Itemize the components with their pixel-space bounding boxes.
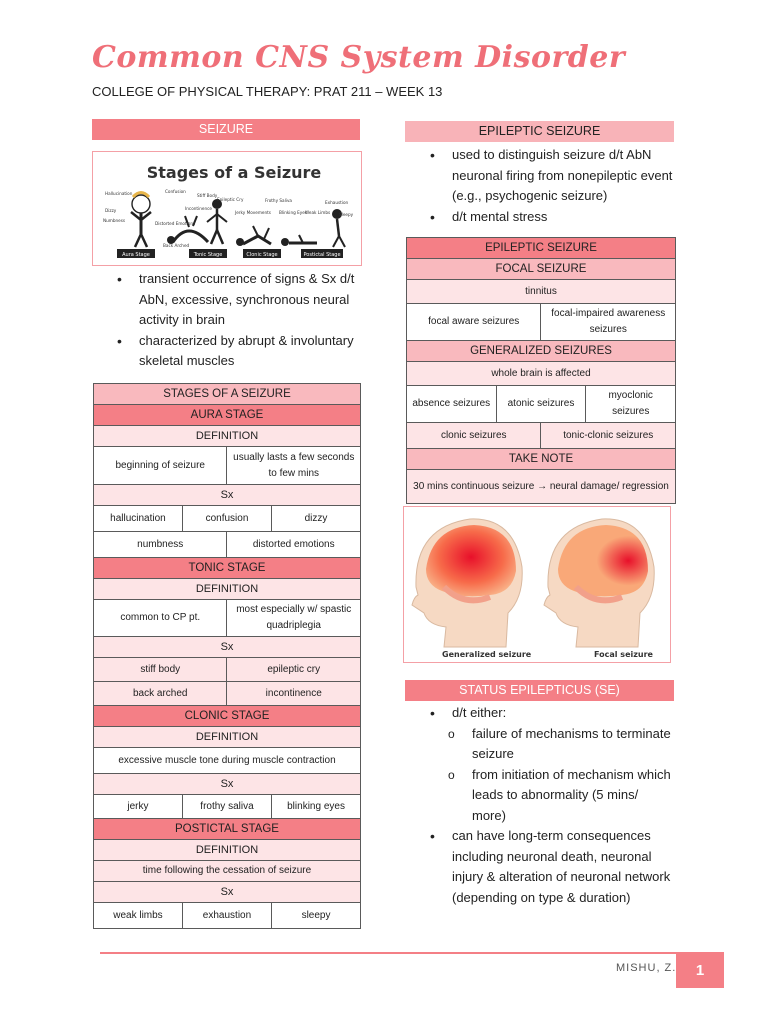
epileptic-bullets: used to distinguish seizure d/t AbN neur… — [428, 145, 674, 227]
image-label: Dizzy — [105, 208, 117, 213]
generalized-caption: Generalized seizure — [442, 650, 532, 659]
bullet-item: transient occurrence of signs & Sx d/t A… — [117, 269, 355, 331]
focal-seizure-header: FOCAL SEIZURE — [406, 258, 676, 280]
definition-label: DEFINITION — [93, 726, 361, 748]
table-cell: absence seizures — [406, 385, 497, 423]
seizure-bullets: transient occurrence of signs & Sx d/t A… — [115, 269, 355, 372]
stage-label: Clonic Stage — [246, 252, 277, 258]
aura-stage-header: AURA STAGE — [93, 404, 361, 426]
table-title: STAGES OF A SEIZURE — [93, 383, 361, 405]
table-cell: tinnitus — [406, 279, 676, 304]
table-cell: sleepy — [271, 902, 361, 929]
sub-bullet-item: from initiation of mechanism which leads… — [448, 765, 674, 827]
focal-caption: Focal seizure — [594, 650, 654, 659]
epileptic-table: EPILEPTIC SEIZURE FOCAL SEIZURE tinnitus… — [405, 237, 676, 504]
tonic-stage-header: TONIC STAGE — [93, 557, 361, 579]
bullet-item: can have long-term consequences includin… — [430, 826, 674, 908]
table-cell: common to CP pt. — [92, 599, 228, 637]
bullet-item: d/t either: — [430, 703, 674, 724]
image-label: Weak Limbs — [305, 210, 330, 215]
generalized-seizures-header: GENERALIZED SEIZURES — [406, 340, 676, 362]
clonic-stage-header: CLONIC STAGE — [93, 705, 361, 727]
table-cell: incontinence — [226, 681, 361, 706]
sx-label: Sx — [93, 773, 361, 795]
image-heading: Stages of a Seizure — [147, 163, 322, 182]
table-cell: tonic-clonic seizures — [540, 422, 676, 449]
page-title: Common CNS System Disorder — [92, 40, 626, 75]
image-label: Hallucination — [105, 191, 133, 196]
stages-table: STAGES OF A SEIZURE AURA STAGE DEFINITIO… — [92, 383, 361, 929]
table-cell: whole brain is affected — [406, 361, 676, 386]
table-cell: back arched — [92, 681, 228, 706]
image-label: Back Arched — [163, 243, 190, 248]
table-cell: confusion — [181, 505, 273, 532]
image-label: Exhaustion — [325, 200, 349, 205]
image-label: Epileptic Cry — [217, 197, 244, 202]
table-cell: dizzy — [271, 505, 361, 532]
table-cell: 30 mins continuous seizure → neural dama… — [406, 469, 676, 504]
table-cell: blinking eyes — [271, 794, 361, 819]
table-cell: epileptic cry — [226, 657, 361, 682]
stage-label: Postictal Stage — [303, 252, 340, 258]
image-label: Incontinence — [185, 206, 212, 211]
sub-bullet-item: failure of mechanisms to terminate seizu… — [448, 724, 674, 765]
seizure-header: SEIZURE — [92, 119, 360, 140]
table-cell: beginning of seizure — [92, 446, 228, 485]
status-epilepticus-bullets: d/t either: failure of mechanisms to ter… — [428, 703, 674, 908]
image-label: Blinking Eyes — [279, 210, 307, 215]
sx-label: Sx — [93, 636, 361, 658]
take-note-header: TAKE NOTE — [406, 448, 676, 470]
bullet-item: d/t mental stress — [430, 207, 674, 228]
image-label: Numbness — [103, 218, 125, 223]
stages-illustration: Stages of a Seizure — [103, 163, 354, 258]
image-label: Sleepy — [339, 212, 354, 217]
definition-label: DEFINITION — [93, 839, 361, 861]
brain-seizure-figure: Generalized seizure Focal seizure — [403, 506, 671, 663]
page-number: 1 — [676, 952, 724, 988]
table-cell: myoclonic seizures — [585, 385, 676, 423]
image-label: Confusion — [165, 189, 186, 194]
stage-label: Aura Stage — [122, 252, 150, 258]
epileptic-seizure-header: EPILEPTIC SEIZURE — [405, 121, 674, 142]
course-subtitle: COLLEGE OF PHYSICAL THERAPY: PRAT 211 – … — [92, 84, 443, 99]
image-label: Frothy Saliva — [265, 198, 292, 203]
table-cell: atonic seizures — [495, 385, 587, 423]
table-title: EPILEPTIC SEIZURE — [406, 237, 676, 259]
brain-illustration: Generalized seizure Focal seizure — [411, 518, 655, 659]
table-cell: focal aware seizures — [405, 303, 542, 341]
bullet-item: characterized by abrupt & involuntary sk… — [117, 331, 355, 372]
table-cell: weak limbs — [93, 902, 183, 929]
table-cell: stiff body — [92, 657, 228, 682]
image-label: Jerky Movements — [234, 210, 271, 215]
table-cell: frothy saliva — [181, 794, 273, 819]
table-cell: clonic seizures — [405, 422, 542, 449]
table-cell: exhaustion — [181, 902, 273, 929]
footer-author: MISHU, Z. — [616, 962, 677, 974]
sx-label: Sx — [93, 881, 361, 903]
table-cell: jerky — [93, 794, 183, 819]
postictal-stage-header: POSTICTAL STAGE — [93, 818, 361, 840]
status-epilepticus-header: STATUS EPILEPTICUS (SE) — [405, 680, 674, 701]
footer-divider — [100, 952, 678, 954]
table-cell: usually lasts a few seconds to few mins — [226, 446, 361, 485]
definition-label: DEFINITION — [93, 578, 361, 600]
sx-label: Sx — [93, 484, 361, 506]
image-label: Stiff Body — [197, 193, 218, 198]
stage-label: Tonic Stage — [193, 252, 223, 258]
table-cell: hallucination — [93, 505, 183, 532]
table-cell: most especially w/ spastic quadriplegia — [226, 599, 361, 637]
definition-label: DEFINITION — [93, 425, 361, 447]
table-cell: time following the cessation of seizure — [93, 860, 361, 882]
bullet-item: used to distinguish seizure d/t AbN neur… — [430, 145, 674, 207]
stages-of-seizure-image: Stages of a Seizure — [92, 151, 362, 266]
table-cell: numbness — [92, 531, 228, 558]
image-label: Distorted Emotions — [155, 221, 195, 226]
table-cell: excessive muscle tone during muscle cont… — [93, 747, 361, 774]
table-cell: distorted emotions — [226, 531, 361, 558]
table-cell: focal-impaired awareness seizures — [540, 303, 676, 341]
